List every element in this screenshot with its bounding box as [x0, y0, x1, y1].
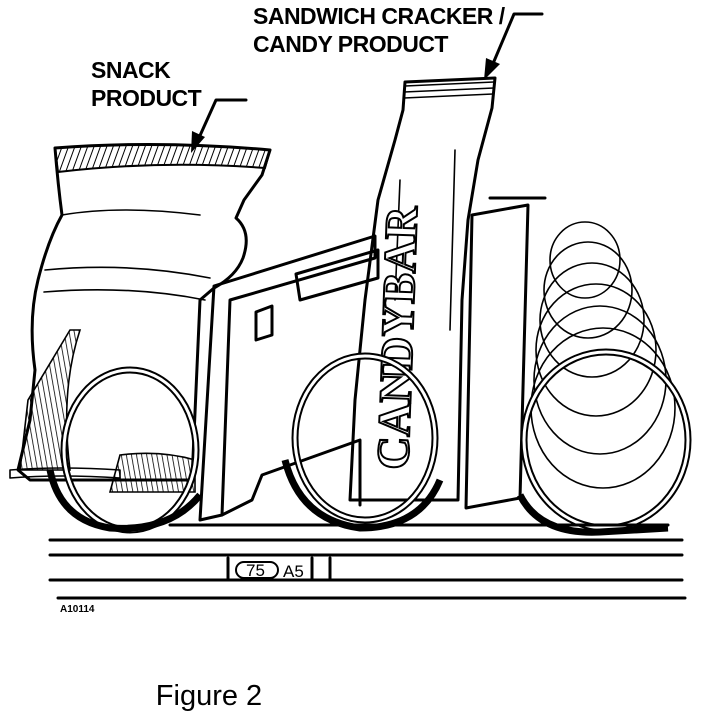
- callout-sandwich-cracker: SANDWICH CRACKER / CANDY PRODUCT: [253, 3, 544, 80]
- back-divider: [464, 196, 547, 510]
- figure-id: A10114: [60, 604, 95, 615]
- candy-bar-wrapper-text: CANDYBAR: [367, 205, 427, 471]
- spiral-middle: [281, 352, 444, 532]
- arrow-head-sandwich: [484, 58, 500, 80]
- callout-snack: SNACK PRODUCT: [91, 57, 248, 153]
- shelf: 75 A5: [48, 523, 687, 600]
- candy-bar: CANDYBAR: [348, 76, 497, 502]
- price-label-box: [235, 561, 279, 579]
- callout-snack-line1: SNACK: [91, 57, 171, 83]
- figure-caption: Figure 2: [155, 680, 263, 712]
- callout-snack-line2: PRODUCT: [91, 85, 202, 111]
- callout-sandwich-line1: SANDWICH CRACKER /: [253, 3, 506, 29]
- snack-bag: [9, 142, 272, 493]
- price-label: 75: [246, 561, 265, 580]
- spiral-left: [46, 366, 203, 534]
- selection-label: A5: [283, 562, 304, 581]
- callout-sandwich-line2: CANDY PRODUCT: [253, 31, 448, 57]
- callout-arrow-sandwich: [490, 12, 544, 68]
- callout-arrow-snack: [196, 98, 248, 142]
- product-pusher: [198, 234, 380, 522]
- spiral-right: [516, 221, 692, 536]
